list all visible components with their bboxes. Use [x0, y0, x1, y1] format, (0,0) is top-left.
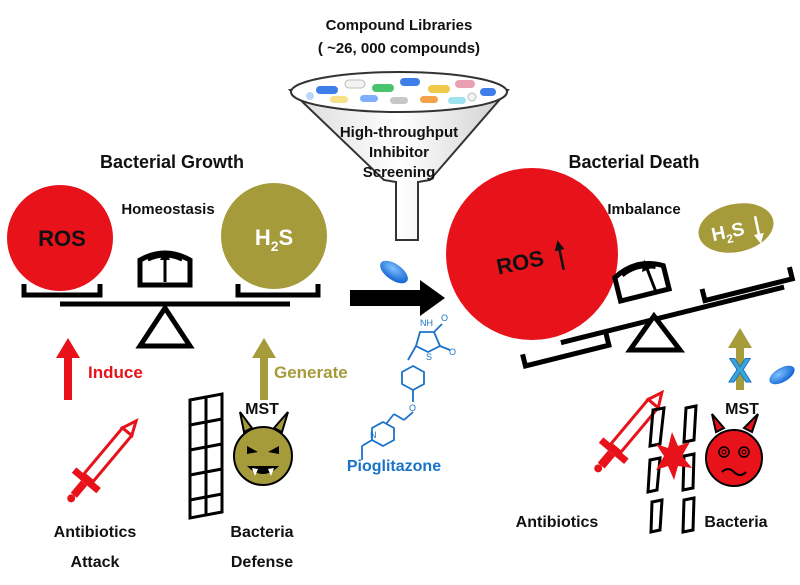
- left-ros-circle: [7, 185, 113, 291]
- right-mst-label: MST: [725, 401, 759, 418]
- structure-n: N: [370, 430, 377, 440]
- right-scale-fulcrum: [625, 311, 686, 353]
- right-antibiotics-label: Antibiotics: [516, 514, 599, 531]
- structure-o2: O: [449, 347, 456, 357]
- left-ros-label: ROS: [38, 226, 86, 251]
- blocked-generate-arrow-icon: [728, 328, 752, 390]
- funnel-label-2: Inhibitor: [369, 144, 429, 161]
- funnel-label-3: Screening: [363, 164, 436, 181]
- right-h2s-label: H2S: [710, 219, 747, 249]
- left-mst-label: MST: [245, 401, 279, 418]
- compound-pills: [306, 78, 496, 104]
- left-balance-state: Homeostasis: [121, 201, 214, 218]
- left-attack-label: Attack: [71, 554, 120, 571]
- right-broken-wall-icon: [646, 404, 698, 534]
- drug-name-label: Pioglitazone: [347, 458, 441, 475]
- right-scale-needle-icon: [642, 260, 658, 293]
- libraries-title: Compound Libraries: [326, 17, 473, 34]
- right-title: Bacterial Death: [568, 152, 699, 172]
- right-bacteria-icon: [705, 413, 763, 487]
- structure-o3: O: [409, 403, 416, 413]
- process-arrow-icon: [350, 280, 445, 316]
- right-h2s-circle: [698, 203, 774, 253]
- left-defense-wall-icon: [188, 392, 224, 520]
- right-antibiotic-sword-icon: [594, 389, 665, 473]
- left-antibiotics-label: Antibiotics: [54, 524, 137, 541]
- structure-s: S: [426, 352, 432, 362]
- funnel-label-1: High-throughput: [340, 124, 458, 141]
- right-balance-state: Imbalance: [607, 201, 680, 218]
- generate-arrow-icon: [252, 338, 276, 400]
- induce-label: Induce: [88, 363, 143, 382]
- right-pill-icon: [769, 365, 795, 385]
- left-defense-label: Defense: [231, 554, 293, 571]
- pioglitazone-pill-icon: [380, 260, 408, 284]
- left-balance-scale-icon: [21, 250, 321, 349]
- left-bacteria-label: Bacteria: [230, 524, 293, 541]
- ros-up-arrow-icon: [554, 240, 565, 270]
- structure-o1: O: [441, 313, 448, 323]
- left-antibiotic-sword-icon: [67, 418, 139, 503]
- screening-funnel: High-throughput Inhibitor Screening: [287, 71, 510, 241]
- right-ros-circle: [446, 168, 618, 340]
- left-bacteria-icon: [233, 411, 293, 486]
- left-h2s-label: H2S: [255, 225, 293, 254]
- left-h2s-circle: [221, 183, 327, 289]
- pioglitazone-structure: [361, 323, 451, 460]
- impact-burst-icon: [656, 432, 692, 480]
- left-title: Bacterial Growth: [100, 152, 244, 172]
- induce-arrow-icon: [56, 338, 80, 400]
- structure-nh: NH: [420, 318, 433, 328]
- right-bacteria-label: Bacteria: [704, 514, 767, 531]
- libraries-count: ( ~26, 000 compounds): [318, 40, 480, 57]
- inhibition-x-icon: X: [729, 352, 752, 390]
- h2s-down-arrow-icon: [753, 216, 764, 244]
- generate-label: Generate: [274, 363, 348, 382]
